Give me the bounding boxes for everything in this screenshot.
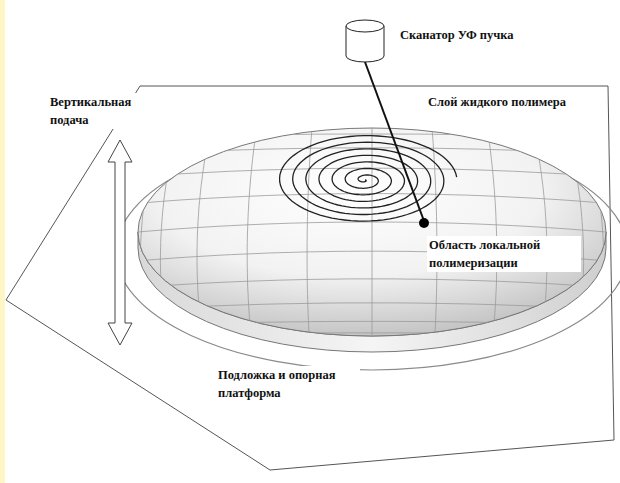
edge-strip bbox=[0, 0, 5, 483]
double-arrow bbox=[108, 140, 132, 345]
callout-label: Слой жидкого полимера bbox=[426, 93, 568, 111]
callout-label: Область локальной полимеризации bbox=[427, 236, 581, 272]
scanner-cylinder bbox=[346, 20, 384, 62]
callout-label: Подложка и опорная платформа bbox=[216, 366, 360, 402]
polymerization-point bbox=[419, 218, 429, 228]
uv-beam bbox=[365, 62, 424, 221]
scan-spiral bbox=[280, 136, 457, 221]
polymer-layer bbox=[138, 128, 606, 336]
callout-label: Вертикальная подача bbox=[48, 93, 164, 129]
base-plane bbox=[6, 86, 614, 470]
grid-lines bbox=[138, 128, 606, 336]
callout-label: Сканатор УФ пучка bbox=[398, 26, 516, 44]
